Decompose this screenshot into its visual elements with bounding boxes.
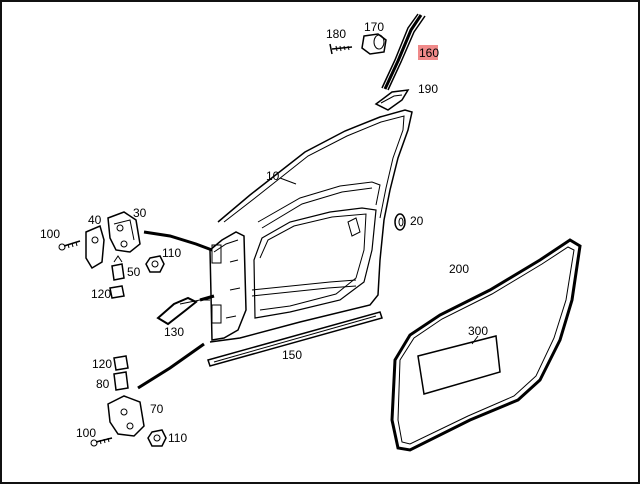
part-110-nut-lower[interactable] <box>147 429 167 447</box>
callout-30: 30 <box>133 206 147 220</box>
callout-190: 190 <box>418 82 438 96</box>
part-40-hinge-plate-upper[interactable] <box>85 224 105 270</box>
part-10-door-shell[interactable] <box>209 109 413 343</box>
part-110-nut-upper[interactable] <box>145 255 165 273</box>
callout-120-lower: 120 <box>92 357 112 371</box>
part-120-cap-lower[interactable] <box>113 355 129 371</box>
callout-100-lower: 100 <box>76 426 96 440</box>
callout-40: 40 <box>88 213 102 227</box>
leader-300 <box>471 335 479 345</box>
callout-120-upper: 120 <box>91 287 111 301</box>
part-180-screw[interactable] <box>329 43 353 55</box>
leader-upper-hinge <box>143 230 213 252</box>
part-300-insulation-pad[interactable] <box>417 335 501 395</box>
callout-80: 80 <box>96 377 110 391</box>
callout-50: 50 <box>127 265 141 279</box>
callout-70: 70 <box>150 402 164 416</box>
callout-170: 170 <box>364 20 384 34</box>
part-150-sill-strip[interactable] <box>207 311 383 367</box>
callout-180: 180 <box>326 27 346 41</box>
part-130-door-check[interactable] <box>156 296 210 326</box>
part-50-bushing[interactable] <box>111 255 125 281</box>
callout-200: 200 <box>449 262 469 276</box>
callout-160-highlight <box>418 45 438 60</box>
part-160-pillar-trim[interactable] <box>381 13 426 91</box>
callout-160: 160 <box>419 46 439 60</box>
part-20-grommet[interactable] <box>394 213 406 231</box>
part-190-trim-piece[interactable] <box>374 89 410 111</box>
leader-lower-hinge <box>137 342 205 390</box>
callout-130: 130 <box>164 325 184 339</box>
callout-110-lower: 110 <box>168 431 187 445</box>
callout-10: 10 <box>266 169 280 183</box>
part-100-bolt-upper[interactable] <box>58 240 81 251</box>
callout-150: 150 <box>282 348 302 362</box>
part-170-clip[interactable] <box>361 33 387 55</box>
part-70-lower-hinge[interactable] <box>107 395 145 437</box>
part-100-bolt-lower[interactable] <box>90 437 113 447</box>
part-30-upper-hinge[interactable] <box>107 211 141 253</box>
leader-10 <box>279 177 297 185</box>
leader-check-strap <box>199 294 215 302</box>
callout-20: 20 <box>410 214 424 228</box>
callout-100-upper: 100 <box>40 227 60 241</box>
part-120-cap-upper[interactable] <box>109 285 125 299</box>
callout-300: 300 <box>468 324 488 338</box>
part-200-door-seal[interactable] <box>390 238 582 452</box>
part-80-bushing-lower[interactable] <box>113 371 129 391</box>
callout-110-upper: 110 <box>162 246 181 260</box>
